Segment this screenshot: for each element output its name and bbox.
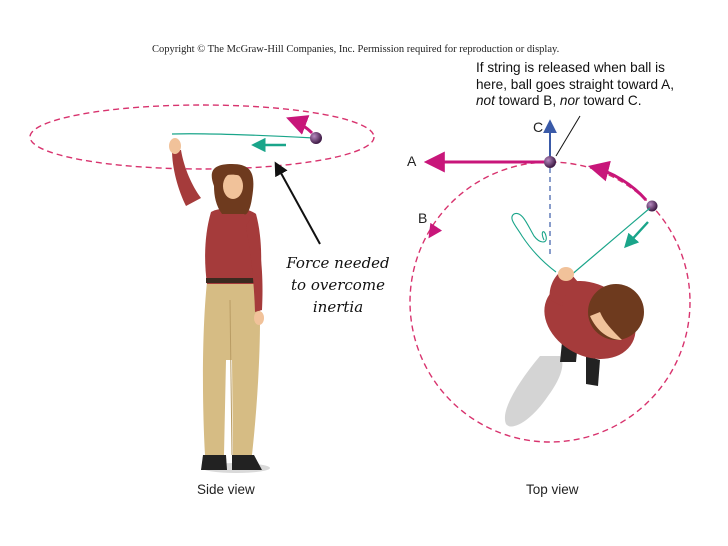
force-label-line-3: inertia: [312, 298, 364, 316]
callout-end: toward C.: [579, 93, 642, 108]
force-label: Force needed to overcome inertia: [276, 252, 400, 318]
loose-string: [511, 212, 557, 273]
side-view-label: Side view: [197, 482, 255, 497]
side-path-ellipse: [29, 104, 375, 170]
callout-mid: toward B,: [494, 93, 560, 108]
top-path-circle: [409, 161, 691, 443]
top-view: [409, 115, 691, 443]
callout-line-3: not toward B, nor toward C.: [476, 93, 726, 110]
side-view: [29, 104, 375, 473]
callout-nor: nor: [559, 93, 580, 108]
callout-line-2: here, ball goes straight toward A,: [476, 76, 674, 92]
callout-pointer: [555, 115, 581, 157]
label-point-a: A: [407, 153, 417, 169]
woman-top: [504, 267, 644, 427]
force-label-line-1: Force needed: [286, 254, 390, 272]
top-force-arrow: [624, 221, 649, 249]
side-string: [171, 133, 315, 139]
arrow-to-b: [428, 222, 443, 239]
top-view-label: Top view: [526, 482, 579, 497]
release-callout: If string is released when ball is here,…: [476, 60, 726, 110]
side-ball: [310, 132, 322, 144]
ball-at-release: [544, 156, 556, 168]
callout-not: not: [476, 93, 495, 108]
force-pointer-arrow: [274, 161, 321, 245]
force-label-line-2: to overcome: [291, 276, 385, 294]
copyright-notice: Copyright © The McGraw-Hill Companies, I…: [152, 44, 560, 55]
top-motion-arrow: [587, 160, 648, 201]
top-string: [569, 207, 651, 277]
side-motion-arrow: [286, 115, 314, 135]
callout-line-1: If string is released when ball is: [476, 60, 665, 75]
label-point-c: C: [533, 119, 544, 135]
woman-side: [169, 138, 270, 473]
label-point-b: B: [418, 210, 428, 226]
